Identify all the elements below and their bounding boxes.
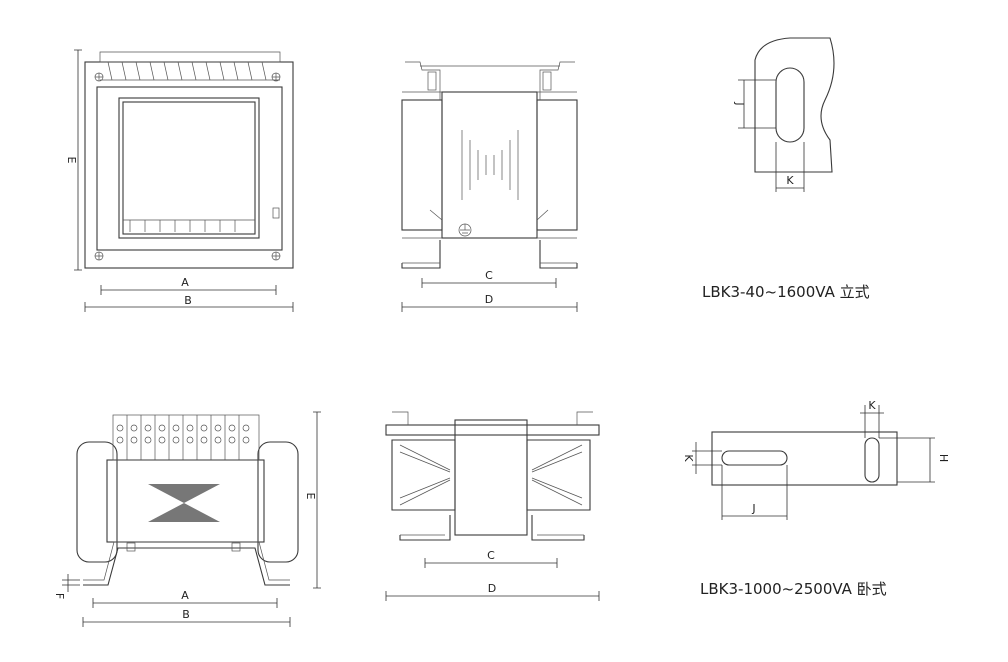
label-e-top: E — [65, 157, 78, 164]
label-k-top: K — [786, 174, 794, 187]
label-a-top: A — [181, 276, 189, 289]
slot-detail-vertical: J K — [733, 37, 835, 192]
side-view-horizontal: C D — [385, 411, 600, 601]
label-j-bottom: J — [751, 502, 755, 515]
label-d-top: D — [485, 293, 493, 306]
caption-horizontal: LBK3-1000~2500VA 卧式 — [700, 580, 887, 598]
caption-vertical: LBK3-40~1600VA 立式 — [702, 283, 870, 301]
label-c-bottom: C — [487, 549, 495, 562]
front-view-horizontal: A B E F — [53, 411, 321, 627]
label-h: H — [937, 454, 950, 462]
label-j-top: J — [733, 101, 746, 105]
side-view-vertical: C D — [401, 61, 578, 312]
label-c-top: C — [485, 269, 493, 282]
label-k-left: K — [682, 454, 695, 462]
front-view-vertical: A B E — [65, 49, 294, 312]
label-a-bottom: A — [181, 589, 189, 602]
label-f-bottom: F — [53, 593, 66, 599]
label-b-bottom: B — [182, 608, 190, 621]
label-k-right: K — [868, 399, 876, 412]
slot-detail-horizontal: K K H J — [682, 399, 950, 520]
label-b-top: B — [184, 294, 192, 307]
label-d-bottom: D — [488, 582, 496, 595]
label-e-bottom: E — [304, 493, 317, 500]
